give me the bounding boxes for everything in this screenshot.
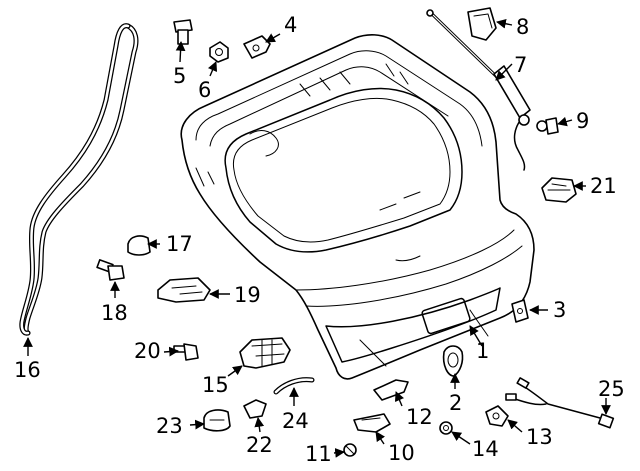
callout-25: 25: [598, 377, 625, 401]
callout-8: 8: [516, 15, 529, 39]
part-9-ball-stud[interactable]: [536, 117, 559, 135]
callout-12: 12: [406, 405, 433, 429]
part-1-liftgate[interactable]: [180, 34, 535, 380]
callout-5: 5: [173, 64, 186, 88]
part-12-bracket[interactable]: [373, 379, 409, 401]
part-16-weatherstrip[interactable]: [19, 23, 139, 336]
callout-18: 18: [101, 301, 128, 325]
part-4-bracket[interactable]: [243, 35, 271, 59]
callout-14: 14: [472, 437, 499, 461]
part-2-grommet[interactable]: [442, 345, 464, 377]
callout-3: 3: [553, 298, 566, 322]
callout-1: 1: [476, 339, 489, 363]
part-13-grommet[interactable]: [485, 405, 509, 427]
part-24-hose[interactable]: [273, 377, 315, 395]
part-8-bumper[interactable]: [467, 7, 497, 41]
callout-labels: 1 2 3 4 5 6 7 8 9 10 11 12 13 14 15 16 1…: [14, 13, 625, 466]
callout-21: 21: [590, 174, 617, 198]
callout-17: 17: [166, 232, 193, 256]
callout-7: 7: [514, 53, 527, 77]
part-10-lamp[interactable]: [353, 413, 391, 433]
part-20-bolt[interactable]: [173, 343, 199, 361]
part-14-nut[interactable]: [439, 421, 453, 435]
callout-22: 22: [246, 433, 273, 457]
callout-10: 10: [388, 441, 415, 465]
callout-2: 2: [449, 391, 462, 415]
leader-lines: [23, 18, 611, 458]
part-17-cap[interactable]: [127, 235, 151, 256]
part-23-switch[interactable]: [203, 409, 231, 432]
part-11-screw[interactable]: [343, 443, 357, 457]
callout-15: 15: [202, 373, 229, 397]
part-15-actuator[interactable]: [239, 337, 291, 369]
part-21-latch[interactable]: [541, 177, 577, 203]
callout-23: 23: [156, 414, 183, 438]
callout-24: 24: [282, 409, 309, 433]
callout-16: 16: [14, 358, 41, 382]
part-6-nut[interactable]: [209, 41, 229, 63]
part-22-camera[interactable]: [243, 399, 267, 419]
callout-19: 19: [234, 283, 261, 307]
callout-6: 6: [198, 78, 211, 102]
callout-9: 9: [576, 109, 589, 133]
callout-20: 20: [134, 339, 161, 363]
part-18-bolt[interactable]: [96, 259, 125, 281]
part-19-bracket[interactable]: [157, 277, 211, 303]
part-25-harness[interactable]: [505, 377, 615, 429]
part-5-bolt[interactable]: [173, 19, 193, 45]
callout-11: 11: [305, 442, 332, 466]
callout-4: 4: [284, 13, 297, 37]
part-3-clip[interactable]: [511, 299, 529, 323]
callout-13: 13: [526, 425, 553, 449]
